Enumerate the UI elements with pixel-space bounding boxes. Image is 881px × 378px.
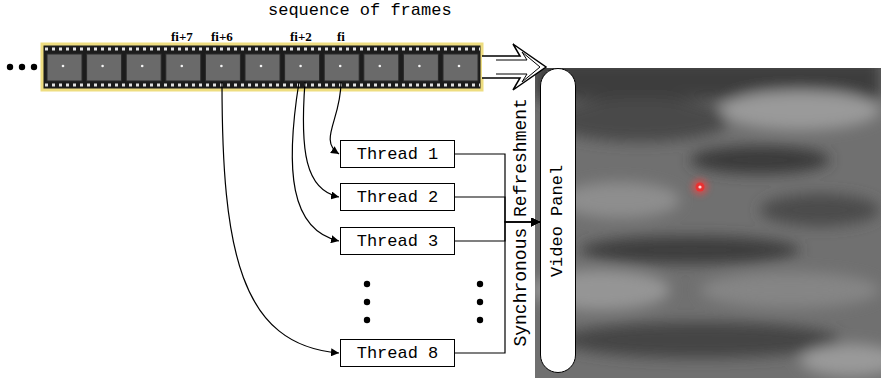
caption-label: sequence of frames bbox=[268, 1, 452, 21]
thread-box: Thread 2 bbox=[340, 183, 455, 211]
ellipsis-dots bbox=[364, 281, 483, 323]
continuation-dots bbox=[7, 64, 37, 70]
video-image bbox=[535, 68, 881, 378]
film-strip bbox=[42, 44, 482, 90]
target-glow bbox=[692, 179, 708, 195]
image-ground bbox=[535, 68, 881, 378]
sequence-arrow bbox=[482, 44, 546, 90]
frame-dispatch-arrows bbox=[222, 82, 341, 353]
thread-box: Thread 1 bbox=[340, 140, 455, 168]
thread-box: Thread 8 bbox=[340, 339, 455, 367]
frame-label: fi bbox=[337, 30, 345, 45]
thread-box: Thread 3 bbox=[340, 227, 455, 255]
frame-label: fi+2 bbox=[290, 30, 312, 45]
thread-label: Thread 3 bbox=[357, 232, 439, 251]
video-panel: Video Panel bbox=[540, 68, 576, 373]
thread-label: Thread 2 bbox=[357, 188, 439, 207]
sequence-arrow-inner bbox=[496, 52, 540, 82]
thread-label: Thread 8 bbox=[357, 344, 439, 363]
refresh-label: Synchronous Refreshment bbox=[511, 98, 532, 346]
cloud-patches bbox=[535, 68, 881, 376]
frame-label: fi+6 bbox=[211, 30, 233, 45]
target-core bbox=[698, 185, 701, 188]
frame-label: fi+7 bbox=[171, 30, 193, 45]
film-frames bbox=[47, 54, 478, 81]
thread-label: Thread 1 bbox=[357, 145, 439, 164]
frame-targets bbox=[62, 65, 461, 68]
target-dot bbox=[696, 183, 705, 192]
panel-label: Video Panel bbox=[548, 164, 568, 276]
